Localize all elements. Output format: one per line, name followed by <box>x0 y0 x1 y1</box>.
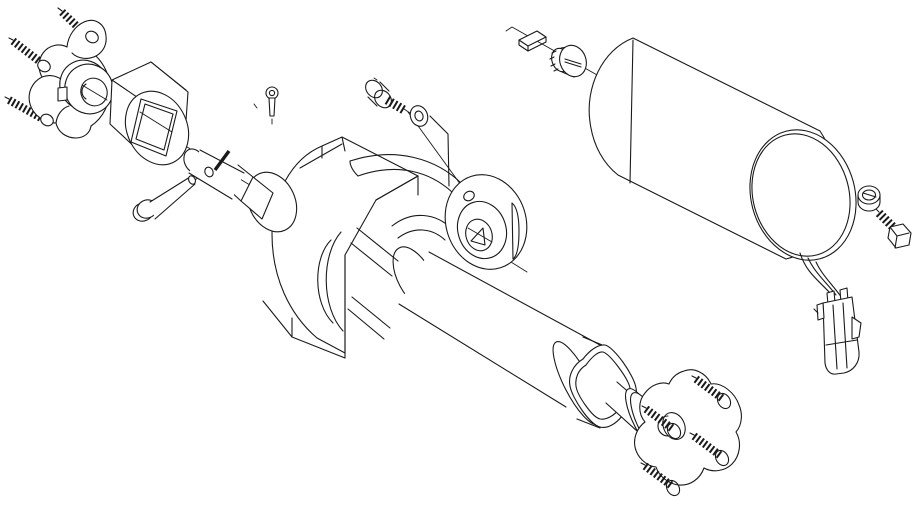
part-drive-shaft <box>183 148 298 233</box>
part-square-coupler <box>109 61 190 166</box>
part-motor-mount-flange <box>444 174 528 270</box>
part-hex-bolt <box>875 209 912 249</box>
part-socket-bolt <box>365 79 407 114</box>
part-lock-nut <box>857 185 881 212</box>
part-star-knob <box>625 369 742 497</box>
knob-studs <box>640 375 732 497</box>
part-clevis-pin <box>132 175 196 222</box>
part-connector <box>813 287 862 375</box>
part-set-screw <box>253 86 279 125</box>
part-drive-key <box>518 30 547 52</box>
part-motor <box>588 37 857 261</box>
part-outer-tube <box>392 246 601 408</box>
part-gearbox-housing <box>262 115 478 359</box>
part-mounting-flange <box>4 7 114 139</box>
part-washer <box>409 105 429 127</box>
part-pinion-gear <box>549 44 587 78</box>
centerline-overlays <box>403 108 411 114</box>
